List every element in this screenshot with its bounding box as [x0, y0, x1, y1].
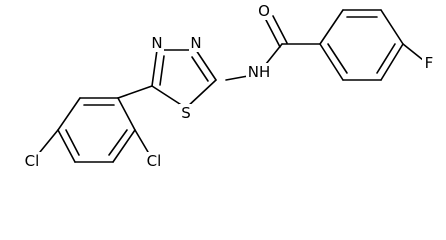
bond-dcp-2: [112, 129, 136, 163]
bond-dcp-4: [57, 129, 76, 163]
bond-c-cl-para: [39, 129, 59, 153]
atom-o-label: O: [258, 2, 270, 20]
atom-n1: N: [150, 34, 164, 52]
bond-td-n3-c2: [195, 49, 217, 81]
bond-carbonyl-o-2: [272, 15, 288, 44]
atom-cl2-label: Cl: [25, 152, 40, 170]
atom-n2-label: N: [190, 34, 201, 52]
atom-s: S: [179, 104, 193, 122]
bond-dcp-1: [117, 97, 136, 131]
bond-td-c5-n4-inner: [159, 55, 165, 86]
atom-s-label: S: [181, 104, 191, 122]
atom-n2: N: [189, 34, 203, 52]
bond-td-c2-s1: [185, 79, 217, 109]
bond-fp-1: [319, 9, 344, 45]
bond-c-f: [402, 43, 424, 61]
chemical-structure: O N N NH S F Cl Cl: [22, 2, 436, 170]
bond-td-aryl: [117, 85, 153, 99]
bond-fp-inner-2: [376, 43, 396, 74]
bond-td-c5-n4: [151, 49, 158, 87]
atom-nh: NH: [246, 63, 272, 81]
bond-dcp-5: [57, 97, 81, 131]
atom-f: F: [422, 54, 436, 72]
bond-carbonyl-nh: [265, 43, 283, 65]
bond-c-cl-ortho: [134, 129, 149, 153]
atom-nh-label: NH: [248, 63, 271, 81]
bond-carbonyl-o-1: [265, 19, 281, 48]
bond-fp-4: [380, 43, 404, 81]
bond-dcp-inner-2: [108, 129, 128, 156]
bond-fp-3: [380, 9, 404, 45]
atom-f-label: F: [425, 54, 434, 72]
atom-o: O: [256, 2, 272, 20]
atom-labels: O N N NH S F Cl Cl: [22, 2, 436, 170]
bond-dcp-inner-3: [65, 129, 80, 156]
bond-nh-c2: [225, 75, 249, 81]
atom-cl-ortho: Cl: [144, 152, 164, 170]
atom-n1-label: N: [151, 34, 162, 52]
atom-cl-para: Cl: [22, 152, 42, 170]
bond-fp-inner-3: [327, 43, 348, 74]
atom-cl1-label: Cl: [147, 152, 162, 170]
bonds: [39, 9, 424, 163]
bond-td-n3-c2-inner: [191, 56, 209, 82]
bond-fp-6: [319, 43, 344, 81]
